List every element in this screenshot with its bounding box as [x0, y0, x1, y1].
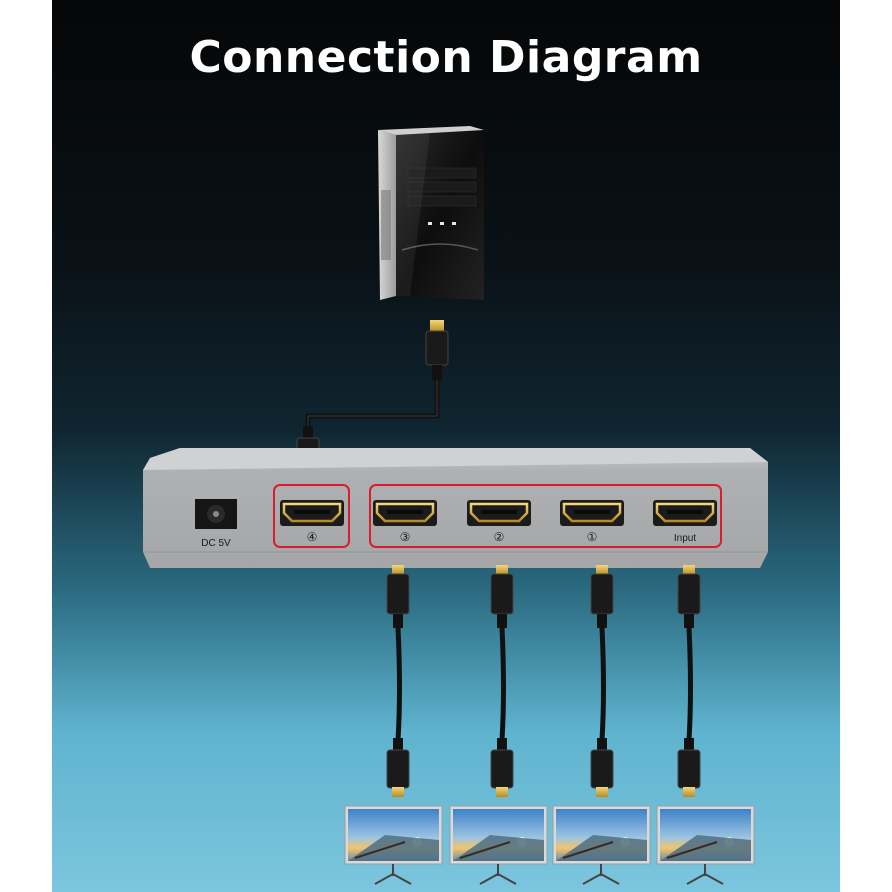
port-label-1: ①: [587, 530, 598, 544]
dc-power-jack-icon: [195, 499, 237, 529]
hdmi-port-icon: [280, 500, 344, 526]
port-label-input: Input: [674, 533, 696, 544]
computer-tower-icon: [378, 126, 484, 300]
hdmi-cable-icon: [678, 565, 700, 797]
power-label: DC 5V: [201, 538, 231, 549]
hdmi-port-icon: [653, 500, 717, 526]
monitor-icon: [345, 806, 442, 884]
hdmi-cable-icon: [387, 565, 409, 797]
port-label-3: ③: [400, 530, 411, 544]
hdmi-cable-icon: [491, 565, 513, 797]
monitor-icon: [657, 806, 754, 884]
port-label-2: ②: [494, 530, 505, 544]
monitor-icon: [553, 806, 650, 884]
hdmi-cable-icon: [591, 565, 613, 797]
hdmi-port-icon: [467, 500, 531, 526]
hdmi-port-icon: [560, 500, 624, 526]
monitor-icon: [450, 806, 547, 884]
hdmi-port-icon: [373, 500, 437, 526]
port-label-4: ④: [307, 530, 318, 544]
